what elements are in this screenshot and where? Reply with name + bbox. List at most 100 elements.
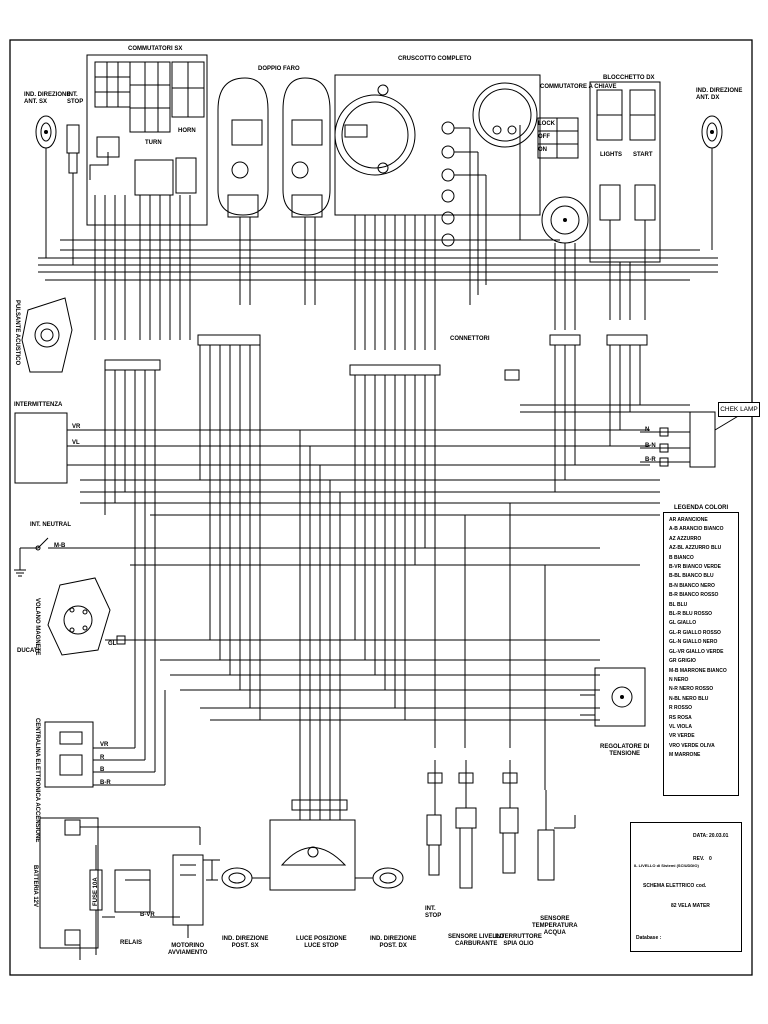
tb-company: IL LIVELLO di Sistemi (SCIUDDIO) bbox=[634, 863, 699, 868]
label-batteria: BATTERIA 12v bbox=[32, 865, 38, 908]
label-centralina: CENTRALINA ELETTRONICA ACCENSIONE bbox=[34, 718, 40, 843]
legend-row: AZ AZZURRO bbox=[669, 535, 702, 542]
magneto-flywheel bbox=[47, 577, 111, 656]
connector-left bbox=[104, 359, 161, 371]
label-chek-lamp: CHEK LAMP bbox=[718, 402, 760, 417]
wire-label-bn: B-N bbox=[645, 443, 656, 449]
legend-row: AR ARANCIONE bbox=[669, 517, 708, 523]
label-lock: LOCK bbox=[538, 121, 555, 127]
label-interruttore-olio: INTERRUTTORE SPIA OLIO bbox=[495, 934, 542, 947]
tb-schema: SCHEMA ELETTRICO bbox=[643, 883, 695, 889]
wire-label-br-2: B-R bbox=[645, 457, 656, 463]
title-commutatore-chiave: COMMUTATORE A CHIAVE bbox=[540, 84, 617, 90]
label-volano-magnete: VOLANO MAGNETE bbox=[34, 598, 40, 656]
tb-data-value: 20.03.01 bbox=[709, 833, 729, 839]
legend-row: B-VR BIANCO VERDE bbox=[669, 564, 721, 571]
legend-row: BL-R BLU ROSSO bbox=[669, 611, 713, 618]
title-doppio-faro: DOPPIO FARO bbox=[258, 66, 300, 72]
legend-row: GR GRIGIO bbox=[669, 658, 696, 665]
tb-data-label: DATA: bbox=[693, 833, 708, 839]
connector-mid-left bbox=[197, 334, 261, 346]
label-ind-dir-post-dx: IND. DIREZIONE POST. DX bbox=[370, 936, 417, 949]
wire-label-vl: VL bbox=[72, 440, 80, 446]
label-int-stop-top: INT. STOP bbox=[67, 92, 84, 105]
label-regolatore: REGOLATORE DI TENSIONE bbox=[600, 744, 650, 757]
legend-row: VRO VERDE OLIVA bbox=[669, 742, 715, 749]
wire-label-mb: M-B bbox=[54, 543, 66, 549]
title-blocchetto-dx: BLOCCHETTO DX bbox=[603, 75, 655, 81]
wire-label-vr: VR bbox=[72, 424, 81, 430]
legend-row: A-B ARANCIO BIANCO bbox=[669, 526, 724, 533]
label-ind-dir-post-sx: IND. DIREZIONE POST. SX bbox=[222, 936, 269, 949]
label-int-neutral: INT. NEUTRAL bbox=[30, 522, 71, 528]
legend-row: B-N BIANCO NERO bbox=[669, 582, 715, 589]
wire-label-r: R bbox=[100, 755, 105, 761]
check-lamp-module bbox=[689, 411, 716, 468]
tail-light-housing bbox=[269, 819, 356, 891]
ignition-cdi-unit bbox=[44, 721, 94, 788]
title-block: DATA: 20.03.01 REV. 0 IL LIVELLO di Sist… bbox=[630, 822, 742, 952]
commutatori-sx-box bbox=[86, 54, 208, 226]
legend-row: N-R NERO ROSSO bbox=[669, 686, 714, 693]
horn-button bbox=[21, 297, 73, 373]
label-ducati: DUCATI bbox=[17, 648, 40, 654]
label-turn: TURN bbox=[145, 140, 162, 146]
label-start: START bbox=[633, 152, 653, 158]
legend-row: M MARRONE bbox=[669, 752, 701, 759]
label-on: ON bbox=[538, 147, 547, 153]
voltage-regulator bbox=[594, 667, 646, 727]
legend-row: N-BL NERO BLU bbox=[669, 695, 709, 702]
battery-12v bbox=[39, 817, 99, 949]
legend-row: GL GIALLO bbox=[669, 620, 697, 627]
label-lights: LIGHTS bbox=[600, 152, 622, 158]
label-luce-posizione: LUCE POSIZIONE LUCE STOP bbox=[296, 936, 347, 949]
legend-row: B-R BIANCO ROSSO bbox=[669, 592, 719, 599]
label-pulsante-acustico: PULSANTE ACUSTICO bbox=[14, 300, 20, 366]
legend-row: B BIANCO bbox=[669, 554, 694, 561]
tb-rev-value: 0 bbox=[709, 856, 712, 862]
title-connettori: CONNETTORI bbox=[450, 336, 490, 342]
legend-row: GL-VR GIALLO VERDE bbox=[669, 648, 724, 655]
legend-row: GL-N GIALLO NERO bbox=[669, 639, 718, 646]
wire-label-gl: GL bbox=[108, 641, 117, 647]
label-int-stop-bottom: INT. STOP bbox=[425, 906, 442, 919]
legend-row: R ROSSO bbox=[669, 705, 693, 712]
wire-label-bvr: B-VR bbox=[140, 912, 155, 918]
tb-model: 82 VELA MATER bbox=[671, 903, 710, 909]
label-ind-dir-ant-dx: IND. DIREZIONE ANT. DX bbox=[696, 88, 743, 101]
tb-cod: cod. bbox=[696, 883, 707, 889]
wire-label-vr-2: VR bbox=[100, 742, 109, 748]
legend-row: VL VIOLA bbox=[669, 723, 692, 730]
legend-row: GL-R GIALLO ROSSO bbox=[669, 629, 721, 636]
label-relais: RELAIS bbox=[120, 940, 143, 946]
label-fuse: FUSE 10A bbox=[93, 877, 99, 906]
tb-rev-label: REV. bbox=[693, 856, 705, 862]
legend-row: VR VERDE bbox=[669, 733, 695, 740]
wire-label-br: B-R bbox=[100, 780, 111, 786]
fuel-gauge-dial bbox=[472, 82, 538, 148]
wire-label-n: N bbox=[645, 427, 650, 433]
title-cruscotto: CRUSCOTTO COMPLETO bbox=[398, 56, 472, 62]
label-horn: HORN bbox=[178, 128, 196, 134]
legend-row: BL BLU bbox=[669, 601, 688, 608]
legend-row: N NERO bbox=[669, 676, 689, 683]
color-legend: AR ARANCIONE A-B ARANCIO BIANCO AZ AZZURRO… bbox=[663, 512, 739, 796]
label-off: OFF bbox=[538, 134, 550, 140]
label-sensore-temperatura: SENSORE TEMPERATURA ACQUA bbox=[532, 916, 578, 936]
legend-row: B-BL BIANCO BLU bbox=[669, 573, 714, 580]
label-ind-dir-ant-sx: IND. DIREZIONE ANT. SX bbox=[24, 92, 71, 105]
wire-label-b: B bbox=[100, 767, 105, 773]
title-commutatori-sx: COMMUTATORI SX bbox=[128, 46, 183, 52]
blocchetto-dx-box bbox=[589, 81, 661, 263]
label-motorino: MOTORINO AVVIAMENTO bbox=[168, 943, 208, 956]
starter-relay bbox=[114, 869, 151, 913]
tb-database: Database : bbox=[636, 935, 662, 941]
flasher-relay bbox=[14, 412, 68, 484]
sheet-border bbox=[9, 39, 753, 976]
label-sensore-livello: SENSORE LIVELLO CARBURANTE bbox=[448, 934, 505, 947]
legend-title: LEGENDA COLORI bbox=[672, 505, 731, 511]
legend-row: AZ-BL AZZURRO BLU bbox=[669, 545, 722, 552]
legend-row: M-B MARRONE BIANCO bbox=[669, 667, 727, 674]
legend-row: RS ROSA bbox=[669, 714, 692, 721]
